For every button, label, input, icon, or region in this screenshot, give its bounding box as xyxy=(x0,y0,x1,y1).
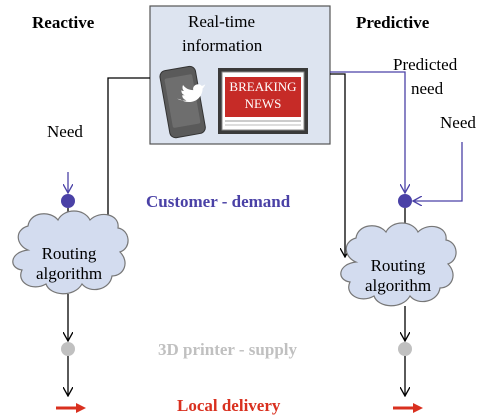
info-to-prediction-arrow xyxy=(330,71,405,193)
local-delivery-label: Local delivery xyxy=(177,396,281,415)
right-routing-line1: Routing xyxy=(370,256,426,275)
left-routing-line2: algorithm xyxy=(35,264,103,283)
info-to-left-routing-arrow xyxy=(108,77,150,228)
left-routing-line1: Routing xyxy=(41,244,97,263)
right-need-label: Need xyxy=(440,113,476,132)
breaking-news-line2: NEWS xyxy=(244,96,282,111)
predictive-heading: Predictive xyxy=(356,13,430,32)
printer-supply-label: 3D printer - supply xyxy=(158,340,298,359)
right-demand-node xyxy=(398,194,412,208)
left-routing-cloud xyxy=(12,210,129,295)
phone-icon xyxy=(159,65,206,139)
realtime-label-line2: information xyxy=(182,36,263,55)
predicted-need-line2: need xyxy=(411,79,444,98)
left-need-label: Need xyxy=(47,122,83,141)
predicted-need-line1: Predicted xyxy=(393,55,458,74)
right-routing-cloud xyxy=(340,222,457,307)
breaking-news-line1: BREAKING xyxy=(229,79,297,94)
left-delivery-arrow xyxy=(56,403,86,413)
reactive-heading: Reactive xyxy=(32,13,95,32)
right-supply-node xyxy=(398,342,412,356)
twitter-bird-icon xyxy=(177,84,206,103)
left-supply-node xyxy=(61,342,75,356)
right-routing-line2: algorithm xyxy=(364,276,432,295)
customer-demand-label: Customer - demand xyxy=(146,192,291,211)
breaking-news-icon xyxy=(218,68,308,134)
right-need-arrow xyxy=(413,142,463,201)
left-demand-node xyxy=(61,194,75,208)
realtime-label-line1: Real-time xyxy=(188,12,256,31)
right-delivery-arrow xyxy=(393,403,423,413)
info-to-right-routing-arrow xyxy=(330,73,345,257)
